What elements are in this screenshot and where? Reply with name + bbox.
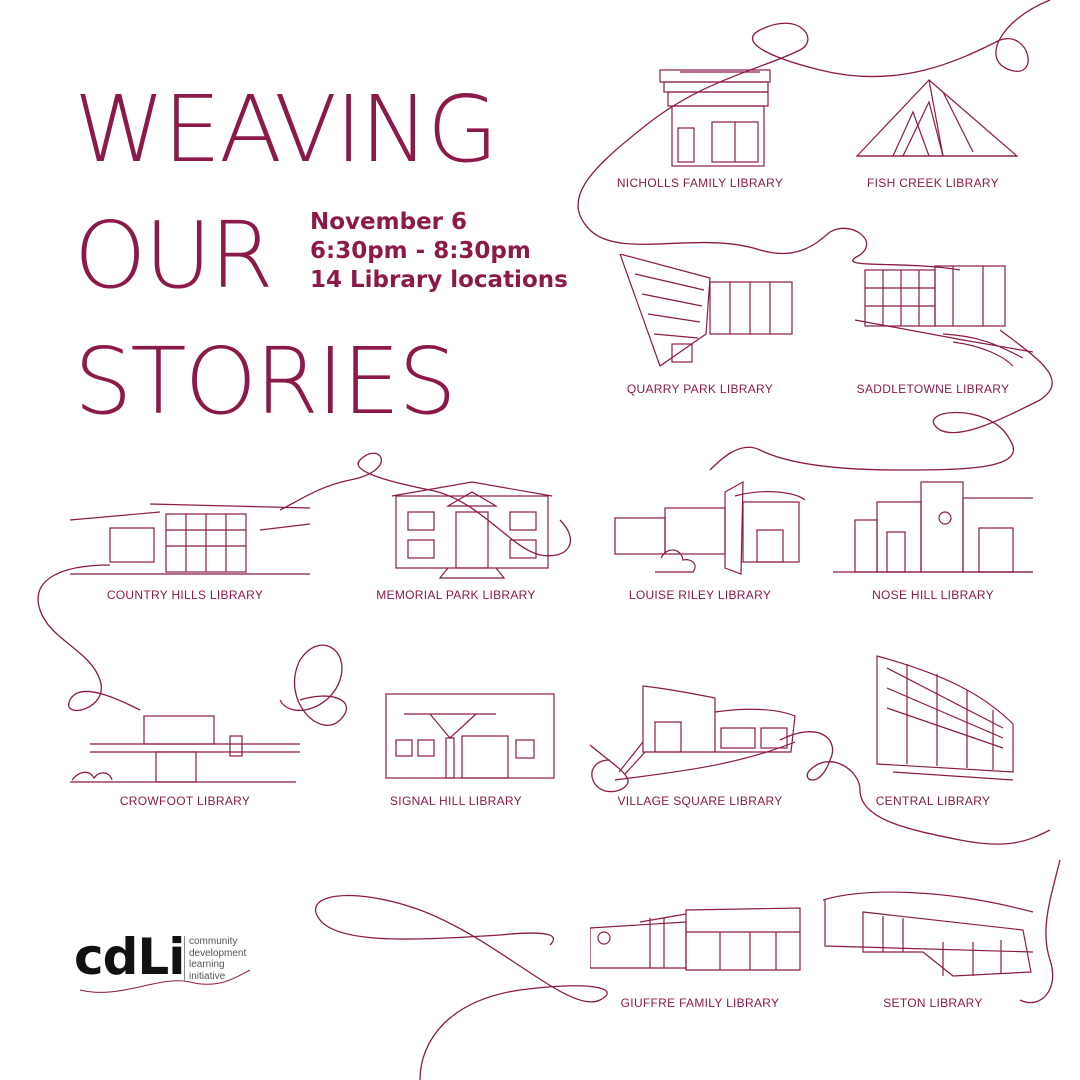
- event-locations: 14 Library locations: [310, 267, 568, 293]
- library-crowfoot: CROWFOOT LIBRARY: [70, 706, 300, 808]
- library-label: CROWFOOT LIBRARY: [119, 794, 251, 808]
- library-giuffre-family: GIUFFRE FAMILY LIBRARY: [585, 888, 815, 1010]
- library-label: LOUISE RILEY LIBRARY: [628, 588, 772, 602]
- central-building-icon: [876, 655, 1014, 781]
- library-label: FISH CREEK LIBRARY: [867, 176, 999, 190]
- library-central: CENTRAL LIBRARY: [818, 654, 1048, 808]
- event-time: 6:30pm - 8:30pm: [310, 238, 531, 264]
- seton-building-icon: [823, 891, 1034, 977]
- library-label: CENTRAL LIBRARY: [875, 794, 991, 808]
- cdli-logo: cdLi community development learning init…: [74, 930, 274, 1000]
- library-label: NOSE HILL LIBRARY: [872, 588, 994, 602]
- logo-word: learning: [189, 959, 225, 970]
- library-signal-hill: SIGNAL HILL LIBRARY: [341, 690, 571, 808]
- crowfoot-building-icon: [70, 715, 300, 783]
- library-label: COUNTRY HILLS LIBRARY: [106, 588, 264, 602]
- logo-word: development: [189, 947, 247, 959]
- library-label: VILLAGE SQUARE LIBRARY: [617, 794, 783, 808]
- louise-riley-building-icon: [614, 480, 805, 575]
- nicholls-building-icon: [659, 69, 771, 167]
- library-saddletowne: SADDLETOWNE LIBRARY: [818, 262, 1048, 396]
- library-label: MEMORIAL PARK LIBRARY: [376, 588, 536, 602]
- library-quarry-park: QUARRY PARK LIBRARY: [585, 254, 815, 396]
- logo-mark: cdLi: [74, 928, 185, 986]
- library-fish-creek: FISH CREEK LIBRARY: [818, 62, 1048, 190]
- village-square-building-icon: [614, 685, 796, 781]
- library-nicholls-family: NICHOLLS FAMILY LIBRARY: [585, 62, 815, 190]
- library-louise-riley: LOUISE RILEY LIBRARY: [585, 478, 815, 602]
- memorial-park-building-icon: [391, 481, 553, 579]
- event-details: November 6 6:30pm - 8:30pm 14 Library lo…: [310, 208, 568, 295]
- library-label: GIUFFRE FAMILY LIBRARY: [620, 996, 780, 1010]
- library-label: NICHOLLS FAMILY LIBRARY: [616, 176, 784, 190]
- title-line-3: STORIES: [74, 328, 457, 435]
- event-date: November 6: [310, 209, 468, 235]
- library-memorial-park: MEMORIAL PARK LIBRARY: [341, 478, 571, 602]
- library-nose-hill: NOSE HILL LIBRARY: [818, 478, 1048, 602]
- saddletowne-building-icon: [854, 265, 1033, 367]
- logo-words: community development learning initiativ…: [184, 936, 246, 982]
- title-line-2: OUR: [74, 202, 274, 309]
- logo-word: initiative: [189, 970, 226, 982]
- fish-creek-building-icon: [855, 79, 1019, 157]
- library-label: SIGNAL HILL LIBRARY: [390, 794, 522, 808]
- logo-word: community: [189, 936, 238, 947]
- country-hills-building-icon: [70, 503, 310, 575]
- title-line-1: WEAVING: [74, 76, 498, 183]
- library-seton: SETON LIBRARY: [818, 882, 1048, 1010]
- library-label: SADDLETOWNE LIBRARY: [856, 382, 1010, 396]
- quarry-park-building-icon: [619, 254, 793, 367]
- giuffre-building-icon: [590, 907, 801, 971]
- library-village-square: VILLAGE SQUARE LIBRARY: [585, 682, 815, 808]
- library-label: SETON LIBRARY: [883, 996, 983, 1010]
- library-country-hills: COUNTRY HILLS LIBRARY: [70, 490, 310, 602]
- signal-hill-building-icon: [385, 693, 555, 779]
- library-label: QUARRY PARK LIBRARY: [626, 382, 774, 396]
- nose-hill-building-icon: [833, 481, 1033, 573]
